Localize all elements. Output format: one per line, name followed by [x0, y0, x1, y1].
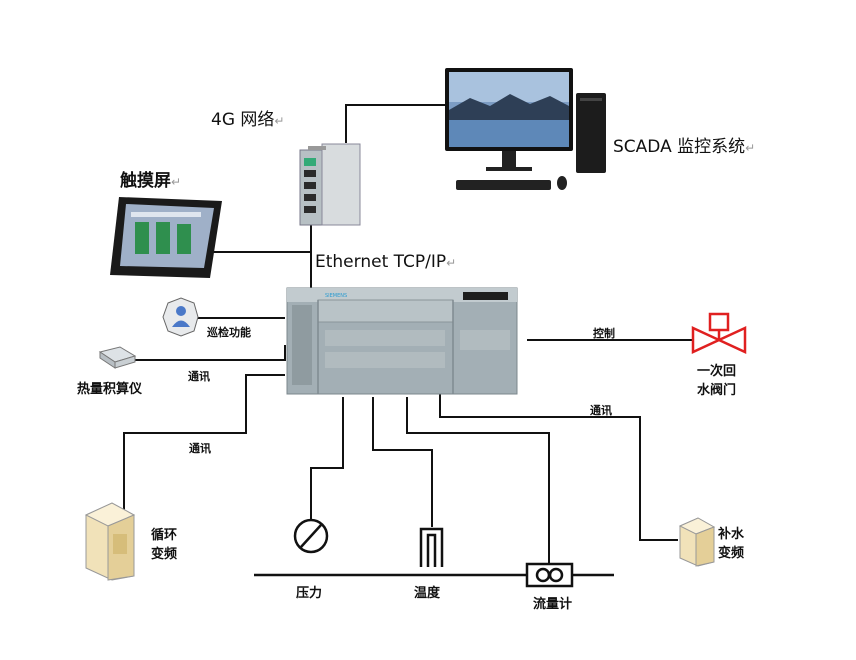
- pressure-link: [310, 397, 344, 520]
- touchscreen-device: [110, 197, 222, 278]
- touchscreen-label: 触摸屏↵: [120, 171, 182, 191]
- scada-link: [345, 104, 445, 143]
- makeup-label-line1: 补水: [718, 527, 745, 542]
- heat-meter-label: 热量积算仪: [77, 382, 143, 397]
- inspection-label: 巡检功能: [207, 326, 251, 339]
- makeup-pump-link: [439, 393, 678, 541]
- keyboard: [456, 180, 551, 190]
- flow-meter-symbol: [525, 562, 574, 588]
- temperature-sensor-symbol: [419, 527, 444, 567]
- valve-label-line2: 水阀门: [697, 383, 737, 398]
- industrial-switch: [299, 143, 361, 226]
- network-4g-label: 4G 网络↵: [211, 110, 285, 130]
- comm-heat-label: 通讯: [188, 370, 210, 383]
- plc-controller: SIEMENS: [286, 287, 518, 395]
- comm-circ-label: 通讯: [189, 442, 211, 455]
- control-label: 控制: [593, 327, 615, 340]
- circ-label-line1: 循环: [151, 528, 178, 543]
- inspection-icon: [162, 297, 199, 337]
- pressure-label: 压力: [296, 586, 323, 601]
- circ-label-line2: 变频: [151, 547, 178, 562]
- mouse: [557, 176, 567, 190]
- makeup-label-line2: 变频: [718, 546, 745, 561]
- comm-makeup-label: 通讯: [590, 404, 612, 417]
- makeup-cabinet: [678, 517, 716, 567]
- pressure-gauge-symbol: [293, 518, 329, 554]
- scada-label: SCADA 监控系统↵: [613, 137, 756, 157]
- circ-pump-link: [123, 374, 285, 512]
- valve-label-line1: 一次回: [697, 364, 737, 379]
- pc-tower: [576, 93, 606, 173]
- ethernet-label: Ethernet TCP/IP↵: [315, 252, 457, 272]
- valve-symbol: [691, 312, 747, 354]
- svg-text:SIEMENS: SIEMENS: [325, 293, 347, 299]
- temperature-link: [372, 397, 433, 527]
- temperature-label: 温度: [414, 586, 441, 601]
- heat-meter-device: [98, 346, 137, 369]
- circulation-cabinet: [84, 502, 136, 581]
- flow-link: [406, 397, 550, 563]
- flow-label: 流量计: [533, 597, 573, 612]
- scada-computer: [445, 68, 606, 190]
